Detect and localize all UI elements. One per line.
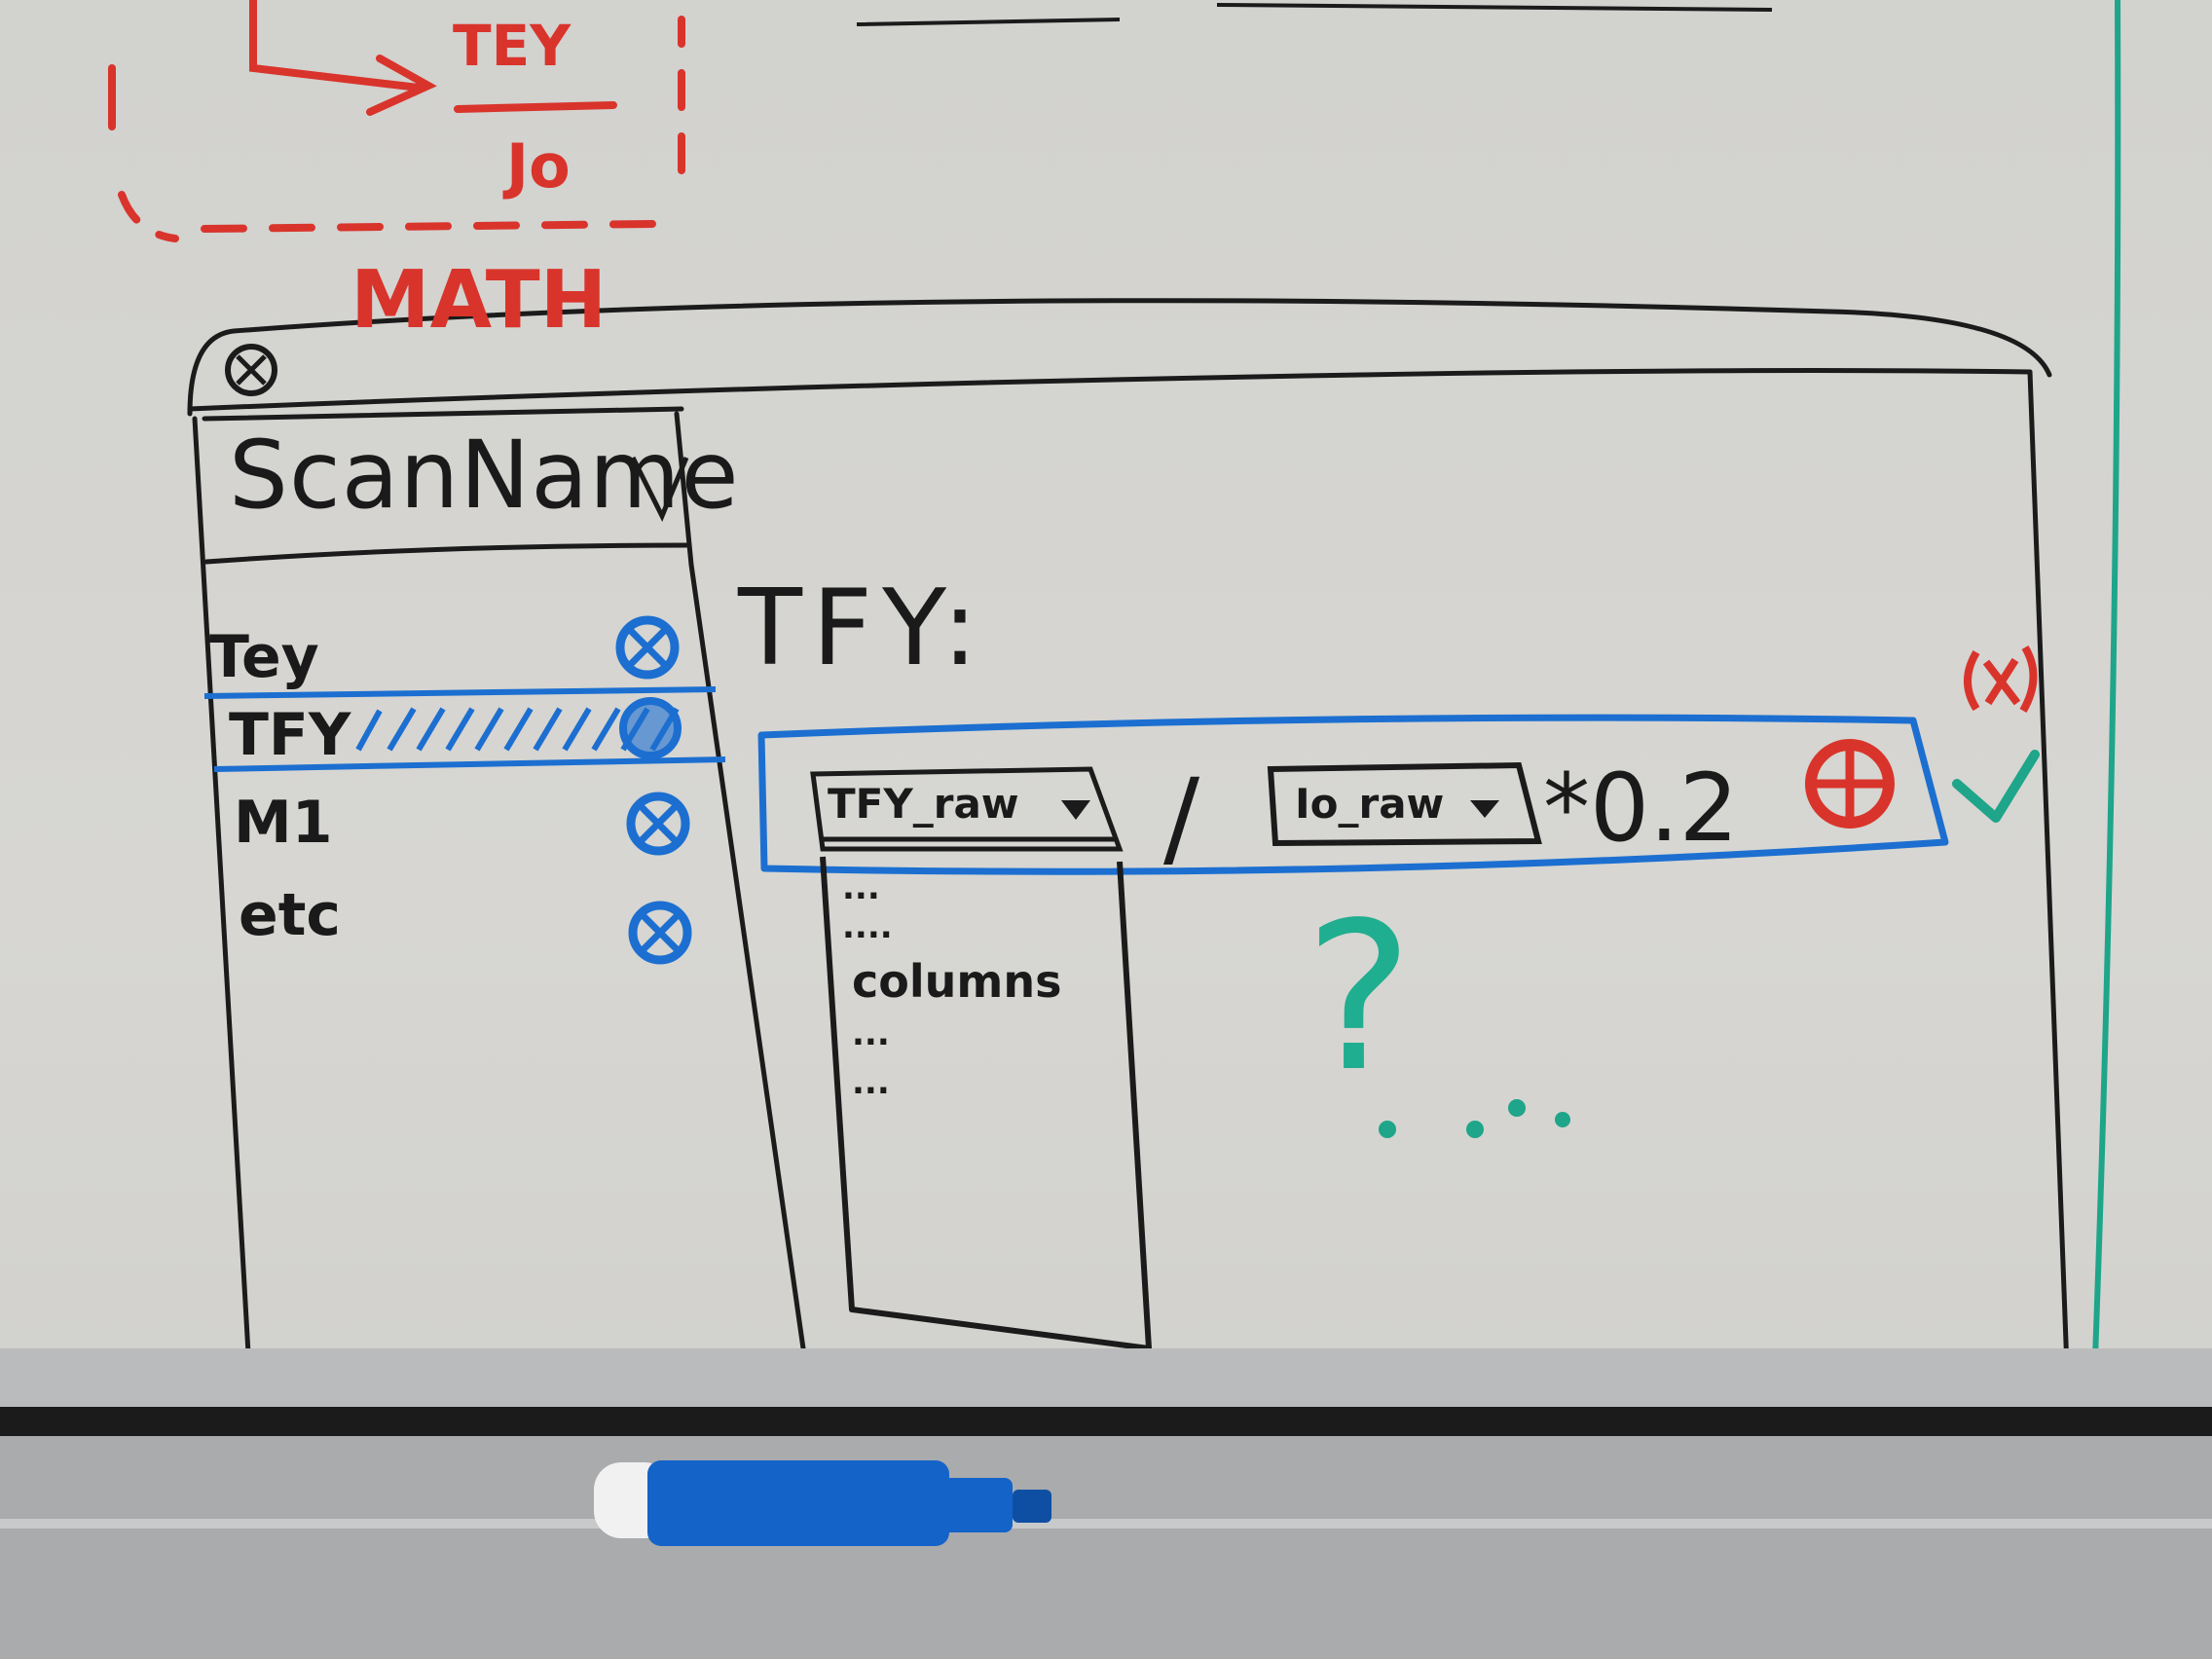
whiteboard-tray (0, 1348, 2212, 1659)
denominator-select[interactable] (1267, 761, 1542, 847)
sidebar-item-tfy[interactable]: TFY (229, 701, 351, 769)
sidebar-item-tey[interactable]: Tey (209, 623, 319, 691)
math-annotation-box (108, 0, 685, 242)
teal-vertical-line (2090, 0, 2121, 1413)
dropdown-arrow-icon-2 (1470, 800, 1499, 818)
fraction-denominator-label: Jo (506, 130, 571, 202)
dropdown-list-item[interactable]: ... (842, 868, 880, 907)
dropdown-arrow-icon (1061, 800, 1090, 820)
scan-name-header[interactable]: ScanName (229, 421, 740, 530)
numerator-select-value[interactable]: TFY_raw (828, 780, 1019, 828)
stray-line-top (856, 3, 1773, 26)
sidebar-item-etc[interactable]: etc (239, 881, 341, 949)
dropdown-list-item[interactable]: ... (852, 1014, 890, 1053)
selected-row-highlight (203, 686, 726, 772)
dropdown-list-item[interactable]: ... (852, 1063, 890, 1102)
division-operator: / (1163, 756, 1200, 880)
marker-image (594, 1460, 1051, 1546)
sidebar-item-m1[interactable]: M1 (234, 789, 333, 857)
dropdown-list-item[interactable]: .... (842, 907, 893, 946)
list-delete-icons (615, 615, 692, 965)
dropdown-list-item-columns[interactable]: columns (852, 955, 1062, 1008)
teal-dots (1379, 1099, 1570, 1138)
delete-icon-tey[interactable] (615, 615, 680, 680)
question-mark: ? (1305, 878, 1414, 1117)
cancel-icon[interactable] (1964, 645, 2038, 713)
formula-row-box (757, 714, 1949, 875)
scan-name-dropdown-icon[interactable] (630, 456, 689, 523)
denominator-select-value[interactable]: Io_raw (1295, 780, 1445, 828)
delete-icon-etc[interactable] (628, 901, 692, 965)
formula-title: TFY: (738, 568, 988, 689)
dropdown-list-outline (820, 856, 1152, 1351)
delete-icon-m1[interactable] (626, 792, 690, 856)
multiplier-value[interactable]: *0.2 (1543, 754, 1739, 863)
add-icon[interactable] (1805, 739, 1895, 829)
close-icon[interactable] (225, 344, 277, 396)
math-label: MATH (350, 254, 608, 347)
confirm-check-icon[interactable] (1952, 750, 2040, 823)
fraction-numerator-label: TEY (453, 13, 571, 79)
numerator-select[interactable] (810, 766, 1124, 852)
delete-icon-tfy[interactable] (619, 697, 682, 759)
